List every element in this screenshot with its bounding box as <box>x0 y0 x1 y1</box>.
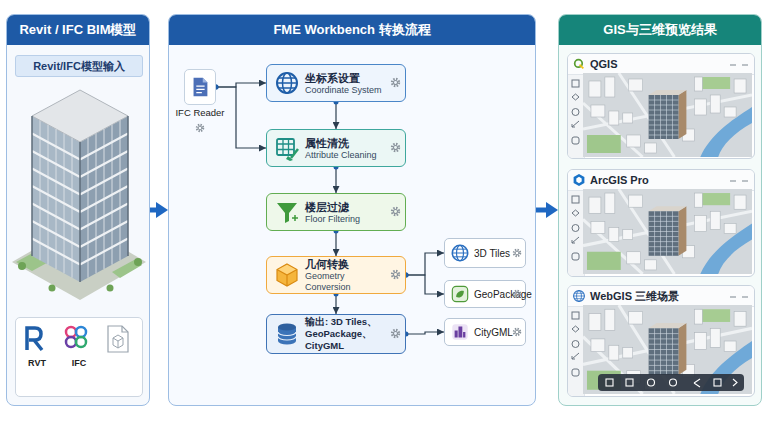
transformer-icon <box>274 70 300 96</box>
stage-arrow <box>536 208 550 213</box>
transformer-box: 坐标系设置Coordinate System <box>266 64 406 102</box>
transformer-title: 楼层过滤 <box>305 200 389 214</box>
input-panel: Revit / IFC BIM模型 Revit/IFC模型输入 RVT IFC <box>6 14 150 406</box>
toolbar-icons <box>568 75 583 150</box>
transformer-subtitle: Geometry Conversion <box>305 271 389 293</box>
stage-arrow <box>150 208 160 213</box>
flow-connector <box>406 253 444 275</box>
title-bar: WebGIS 三维场景 <box>568 286 754 307</box>
port-dot <box>214 85 219 90</box>
port-dot <box>404 273 409 278</box>
format-label: IFC <box>60 358 98 368</box>
toolbar <box>568 307 585 396</box>
result-panel: GIS与三维预览结果 QGIS ArcGIS ProWebGIS 三维场景 <box>558 14 762 406</box>
format-icon <box>450 243 470 263</box>
window-title: QGIS <box>590 54 618 74</box>
transformer-icon <box>274 135 300 161</box>
flow-connector <box>406 275 444 294</box>
title-bar: ArcGIS Pro <box>568 170 754 191</box>
toolbar <box>568 75 585 158</box>
text-group: 输出: 3D Tiles、 GeoPackage、CityGML <box>305 316 389 352</box>
settings-gear <box>512 248 522 258</box>
port-dot <box>404 273 409 278</box>
app-window: QGIS <box>567 53 755 159</box>
format-name: 3D Tiles <box>474 239 510 267</box>
transformer-title: 几何转换 <box>305 257 389 271</box>
window-title: ArcGIS Pro <box>590 170 649 190</box>
settings-gear <box>195 123 205 133</box>
transformer-icon <box>274 321 300 347</box>
transformer-box: 几何转换Geometry Conversion <box>266 256 406 294</box>
input-label: Revit/IFC模型输入 <box>15 55 143 77</box>
window-controls <box>728 294 750 300</box>
output-format: CityGML <box>444 318 526 346</box>
port-dot <box>334 292 339 297</box>
reader-label: IFC Reader <box>163 107 237 118</box>
transformer-title: 属性清洗 <box>305 136 389 150</box>
transformer-icon <box>274 262 300 288</box>
app-window: ArcGIS Pro <box>567 169 755 277</box>
text-group: 坐标系设置Coordinate System <box>305 71 389 96</box>
toolbar <box>568 191 585 276</box>
flow-connector <box>335 231 336 256</box>
output-format: 3D Tiles <box>444 238 526 268</box>
format-box: RVT IFC <box>15 317 143 397</box>
transformer-subtitle: Attribute Cleaning <box>305 150 389 161</box>
flow-connector <box>216 87 266 148</box>
port-dot <box>214 85 219 90</box>
settings-gear <box>390 328 401 339</box>
transformer-box: 楼层过滤Floor Filtering <box>266 193 406 231</box>
toolbar-icons <box>568 191 583 266</box>
format-name: GeoPackage <box>474 281 532 307</box>
flow-connector <box>406 332 444 334</box>
transformer-title: 输出: 3D Tiles、 GeoPackage、CityGML <box>305 316 389 352</box>
input-label-text: Revit/IFC模型输入 <box>16 56 142 76</box>
port-dot <box>334 100 339 105</box>
text-group: 几何转换Geometry Conversion <box>305 257 389 293</box>
transformer-subtitle: Coordinate System <box>305 85 389 96</box>
format-icon <box>450 284 470 304</box>
settings-gear <box>512 327 522 337</box>
app-logo <box>572 173 586 187</box>
workflow-panel: FME Workbench 转换流程 IFC Reader 坐标系设置Coordin… <box>168 14 536 406</box>
reader-icon <box>188 75 212 99</box>
output-format: GeoPackage <box>444 280 526 308</box>
settings-gear <box>390 206 401 217</box>
app-window: WebGIS 三维场景 <box>567 285 755 397</box>
title-bar: QGIS <box>568 54 754 75</box>
format-icon <box>450 322 470 342</box>
panel-header: GIS与三维预览结果 <box>559 15 761 45</box>
format-label: RVT <box>18 358 56 368</box>
transformer-subtitle: Floor Filtering <box>305 214 389 225</box>
port-dot <box>334 165 339 170</box>
port-dot <box>334 229 339 234</box>
window-controls <box>728 178 750 184</box>
reader-node: IFC Reader <box>184 69 216 105</box>
settings-gear <box>390 269 401 280</box>
transformer-box: 属性清洗Attribute Cleaning <box>266 129 406 167</box>
transformer-icon <box>274 199 300 225</box>
panel-header: Revit / IFC BIM模型 <box>7 15 149 45</box>
toolbar-icons <box>568 307 583 382</box>
settings-gear <box>512 289 522 299</box>
flow-connector <box>335 102 336 129</box>
app-logo <box>572 289 586 303</box>
window-controls <box>728 62 750 68</box>
flow-connector <box>335 167 336 193</box>
port-dot <box>404 332 409 337</box>
transformer-title: 坐标系设置 <box>305 71 389 85</box>
text-group: 属性清洗Attribute Cleaning <box>305 136 389 161</box>
settings-gear <box>390 142 401 153</box>
writer-box: 输出: 3D Tiles、 GeoPackage、CityGML <box>266 314 406 354</box>
format-name: CityGML <box>474 319 513 345</box>
settings-gear <box>390 77 401 88</box>
app-logo <box>572 57 586 71</box>
flow-connector <box>335 294 336 314</box>
text-group: 楼层过滤Floor Filtering <box>305 200 389 225</box>
panel-header: FME Workbench 转换流程 <box>169 15 535 45</box>
window-title: WebGIS 三维场景 <box>590 286 679 306</box>
